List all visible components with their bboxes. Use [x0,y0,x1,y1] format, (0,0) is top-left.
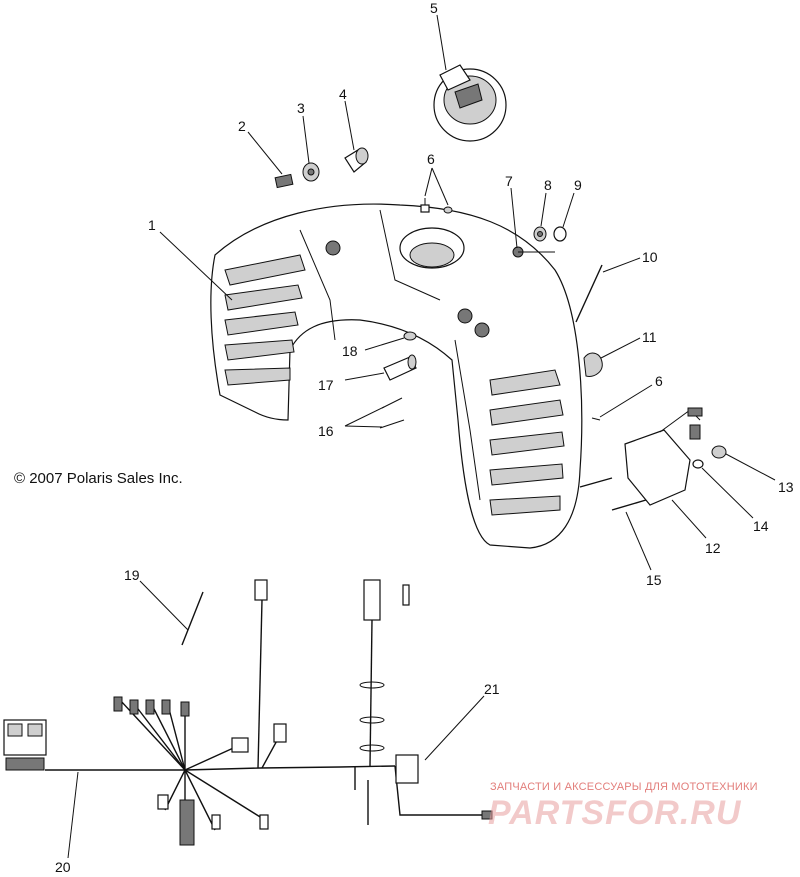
part-7-bolt [512,246,555,258]
part-16-screws [379,397,405,429]
watermark-logo: PARTSFOR.RU [488,794,742,832]
hood-assembly [210,203,583,549]
part-8-nut [533,226,547,242]
part-19-cable-tie [181,591,204,646]
callout-14: 14 [753,518,769,534]
part-3-nut [302,162,320,182]
callout-12: 12 [705,540,721,556]
part-12-module [624,407,703,506]
callout-20: 20 [55,859,71,875]
callout-4: 4 [339,86,347,102]
leader-lines [67,14,776,859]
part-5-headlight [433,64,507,142]
callout-labels: 1 2 3 4 5 6 7 8 9 10 11 6 12 13 14 15 16… [55,0,794,875]
part-6-screw-right [591,417,601,421]
callout-11: 11 [642,329,657,345]
callout-6: 6 [427,151,435,167]
callout-17: 17 [318,377,334,393]
part-17-capacitor [383,354,417,381]
part-9-ring [553,226,567,242]
part-6-screws [420,198,453,214]
part-10-rod [575,264,603,323]
callout-8: 8 [544,177,552,193]
callout-2: 2 [238,118,246,134]
part-11-clip [583,352,603,377]
callout-3: 3 [297,100,305,116]
callout-9: 9 [574,177,582,193]
callout-13: 13 [778,479,794,495]
callout-19: 19 [124,567,140,583]
left-vents [224,254,306,386]
watermark-tagline: ЗАПЧАСТИ И АКСЕССУАРЫ ДЛЯ МОТОТЕХНИКИ [490,781,758,793]
callout-7: 7 [505,173,513,189]
callout-10: 10 [642,249,658,265]
callout-5: 5 [430,0,438,16]
part-20-wire-harness [3,579,493,846]
callout-1: 1 [148,217,156,233]
right-vents [489,369,565,516]
callout-21: 21 [484,681,500,697]
part-14-washer [692,459,704,469]
part-2-switch [274,173,294,189]
part-15-bolts [579,477,647,511]
copyright-text: © 2007 Polaris Sales Inc. [14,470,183,487]
part-13-nut [711,445,727,459]
callout-16: 16 [318,423,334,439]
callout-15: 15 [646,572,662,588]
callout-6b: 6 [655,373,663,389]
part-18-clip [403,331,417,341]
part-4-socket [344,147,369,173]
callout-18: 18 [342,343,358,359]
